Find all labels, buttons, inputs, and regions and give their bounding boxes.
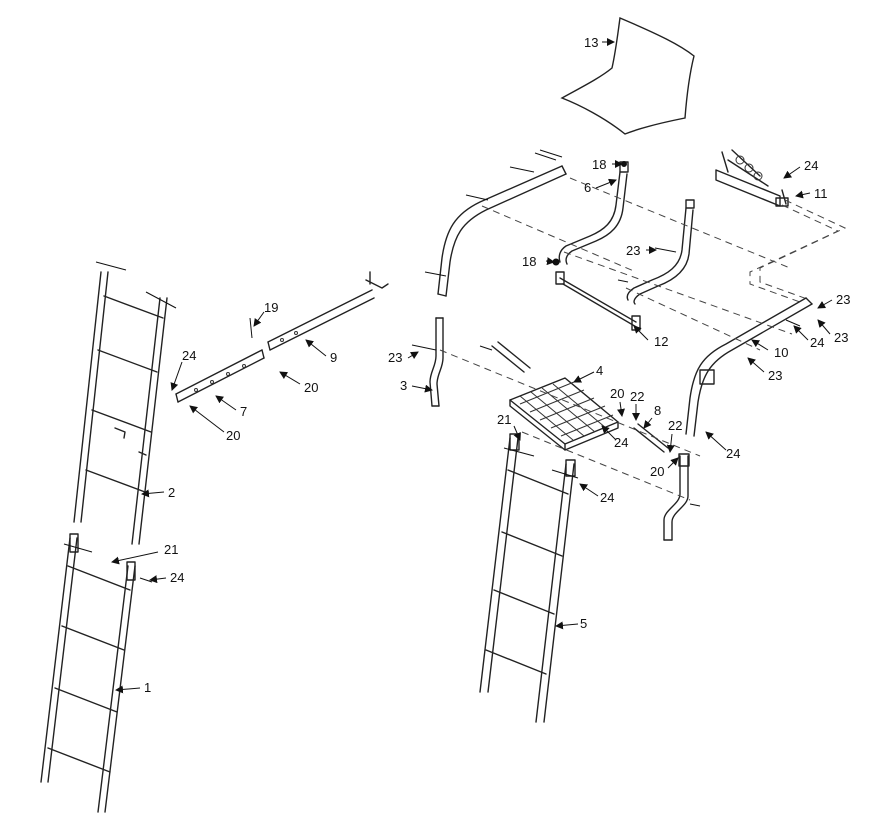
callout-18-top: 18 (592, 157, 606, 172)
part-7-side-rail (175, 317, 265, 403)
part-13-seat-pad (560, 16, 695, 135)
callout-24-ladder5: 24 (600, 490, 614, 505)
callout-20-strut: 20 (650, 464, 664, 479)
callout-24-rail: 24 (182, 348, 196, 363)
part-8-pin (633, 423, 669, 453)
callout-2: 2 (168, 485, 175, 500)
callout-19: 19 (264, 300, 278, 315)
callout-5: 5 (580, 616, 587, 631)
callout-24-ladder1: 24 (170, 570, 184, 585)
part-4-platform (479, 341, 619, 451)
callout-4: 4 (596, 363, 603, 378)
callout-11: 11 (814, 186, 828, 201)
part-1-ladder-section (40, 533, 153, 813)
callout-9: 9 (330, 350, 337, 365)
callout-20-rail-top: 20 (304, 380, 318, 395)
callout-23-frame: 23 (768, 368, 782, 383)
part-5-ladder-section (479, 433, 579, 723)
callout-1: 1 (144, 680, 151, 695)
callout-23-tube: 23 (626, 243, 640, 258)
part-6-support-tube (552, 161, 629, 266)
part-9-side-rail (267, 271, 389, 351)
callout-20-platform: 20 (610, 386, 624, 401)
callout-21-right: 21 (497, 412, 511, 427)
callout-22-top: 22 (630, 389, 644, 404)
callout-24-frame: 24 (726, 446, 740, 461)
leader-lines (111, 38, 833, 694)
callout-23-right-mid: 23 (834, 330, 848, 345)
callout-24-platform: 24 (614, 435, 628, 450)
callout-22-bottom: 22 (668, 418, 682, 433)
callout-7: 7 (240, 404, 247, 419)
callout-8: 8 (654, 403, 661, 418)
callout-13: 13 (584, 35, 598, 50)
callout-23-strut: 23 (388, 350, 402, 365)
part-2-ladder-section (73, 261, 177, 545)
callout-23-right-top: 23 (836, 292, 850, 307)
callout-3: 3 (400, 378, 407, 393)
rear-seat-frame (424, 149, 567, 297)
lower-strut-right (663, 453, 701, 541)
part-12-cross-bar (555, 271, 641, 331)
part-3-lower-strut (411, 317, 444, 407)
callout-10: 10 (774, 345, 788, 360)
callout-21-left: 21 (164, 542, 178, 557)
callout-labels: 13 11 24 18 6 18 23 12 23 23 24 10 23 4 … (144, 35, 850, 695)
callout-6: 6 (584, 180, 591, 195)
part-11-seat-bracket (715, 149, 789, 207)
part-10-front-frame (685, 297, 813, 437)
callout-24-seat: 24 (804, 158, 818, 173)
callout-12: 12 (654, 334, 668, 349)
callout-20-rail-bottom: 20 (226, 428, 240, 443)
callout-18-bottom: 18 (522, 254, 536, 269)
callout-24-right: 24 (810, 335, 824, 350)
